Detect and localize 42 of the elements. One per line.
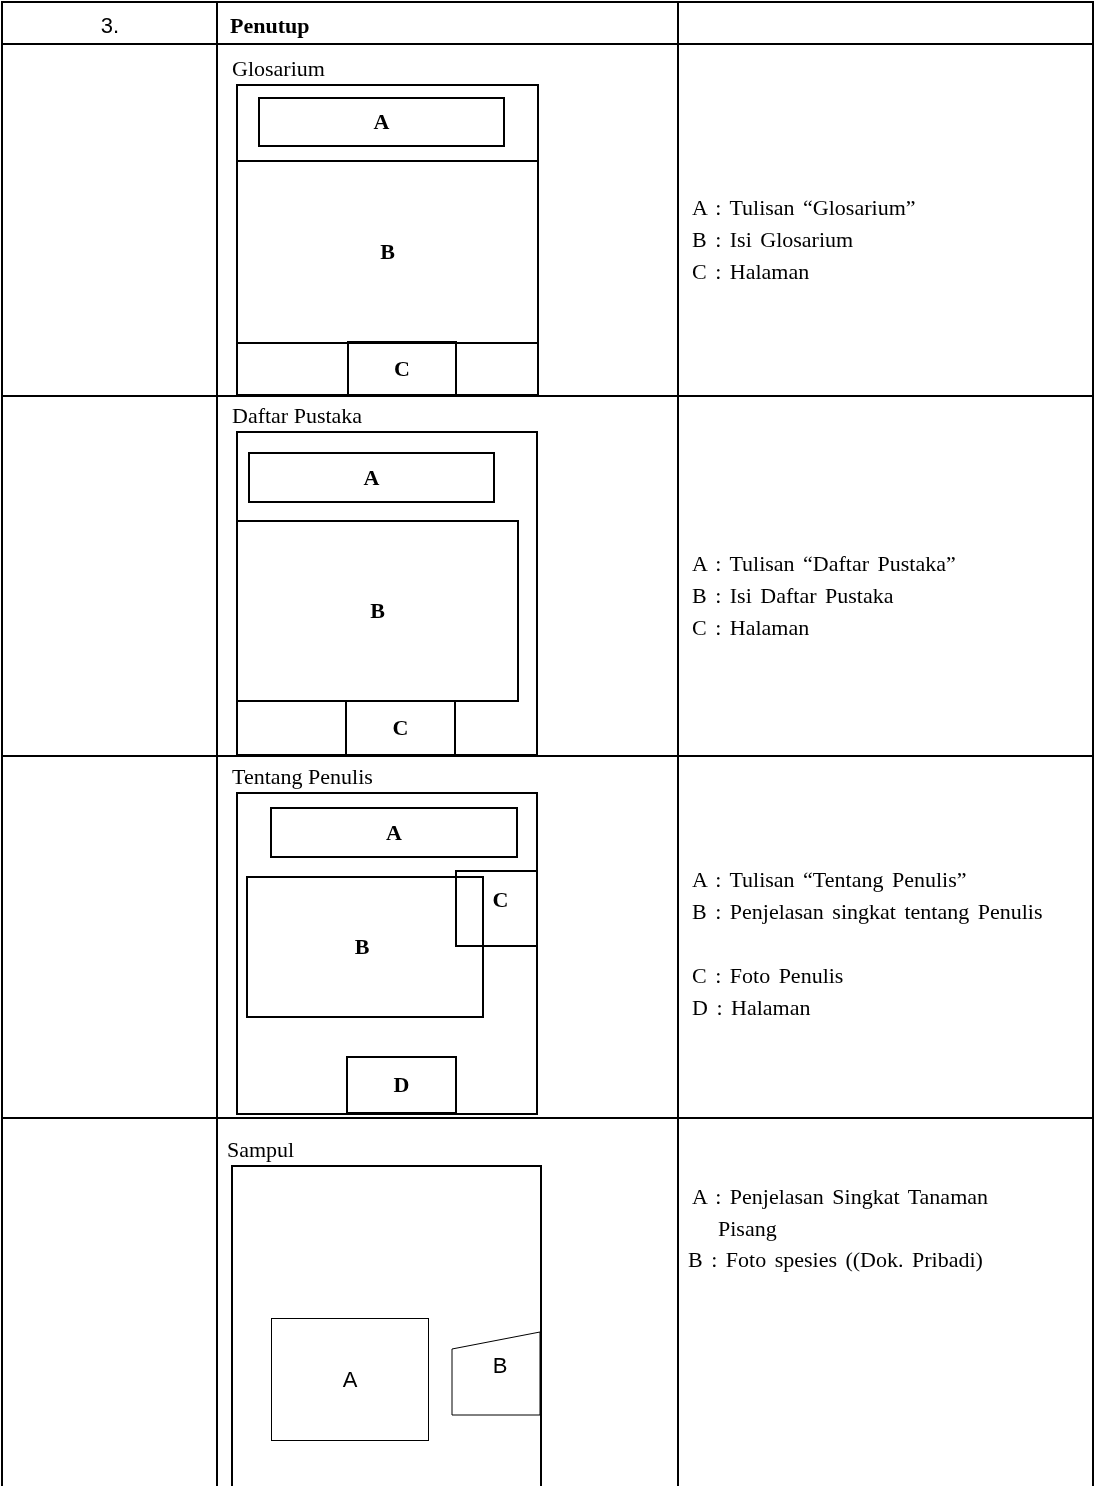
box-letter: C [394, 356, 410, 381]
box-letter: A [373, 110, 390, 134]
box-letter: A [342, 1367, 358, 1392]
photo-area-shape [452, 1332, 540, 1415]
box-letter: D [393, 1073, 410, 1097]
layout-box [248, 452, 495, 503]
legend-text: C : Foto Penulis [692, 962, 844, 990]
legend-text: D : Halaman [692, 994, 811, 1022]
legend-text: B : Foto spesies ((Dok. Pribadi) [688, 1246, 983, 1274]
table-heading: 3. [100, 12, 120, 40]
layout-caption: Tentang Penulis [232, 764, 373, 790]
legend-text: A : Tulisan “Tentang Penulis” [692, 866, 967, 894]
box-letter: A [363, 465, 380, 490]
legend-text: C : Halaman [692, 258, 810, 286]
layout-caption: Daftar Pustaka [232, 403, 363, 429]
box-letter: C [392, 716, 409, 740]
legend-text: A : Tulisan “Daftar Pustaka” [692, 550, 956, 578]
box-letter: B [370, 599, 385, 623]
box-letter: B [354, 935, 370, 959]
layout-box [271, 1318, 429, 1441]
layout-box [236, 160, 539, 344]
legend-text: B : Isi Glosarium [692, 226, 854, 254]
layout-box [246, 876, 484, 1018]
layout-box [347, 341, 457, 396]
layout-box [346, 1056, 457, 1114]
layout-box [345, 700, 456, 756]
box-letter: B [492, 1352, 508, 1378]
layout-box [236, 520, 519, 702]
table-heading: Penutup [230, 12, 310, 40]
legend-text: B : Isi Daftar Pustaka [692, 582, 894, 610]
layout-box [455, 870, 538, 947]
legend-text: A : Penjelasan Singkat Tanaman Pisang [692, 1183, 989, 1243]
layout-caption: Sampul [227, 1137, 295, 1163]
layout-box [258, 97, 505, 147]
box-letter: C [492, 888, 509, 912]
legend-text: C : Halaman [692, 614, 810, 642]
layout-caption: Glosarium [232, 56, 325, 82]
box-letter: B [380, 240, 395, 264]
layout-box [270, 807, 518, 858]
legend-text: A : Tulisan “Glosarium” [692, 194, 916, 222]
box-letter: A [386, 820, 402, 845]
legend-text: B : Penjelasan singkat tentang Penulis [692, 898, 1044, 926]
